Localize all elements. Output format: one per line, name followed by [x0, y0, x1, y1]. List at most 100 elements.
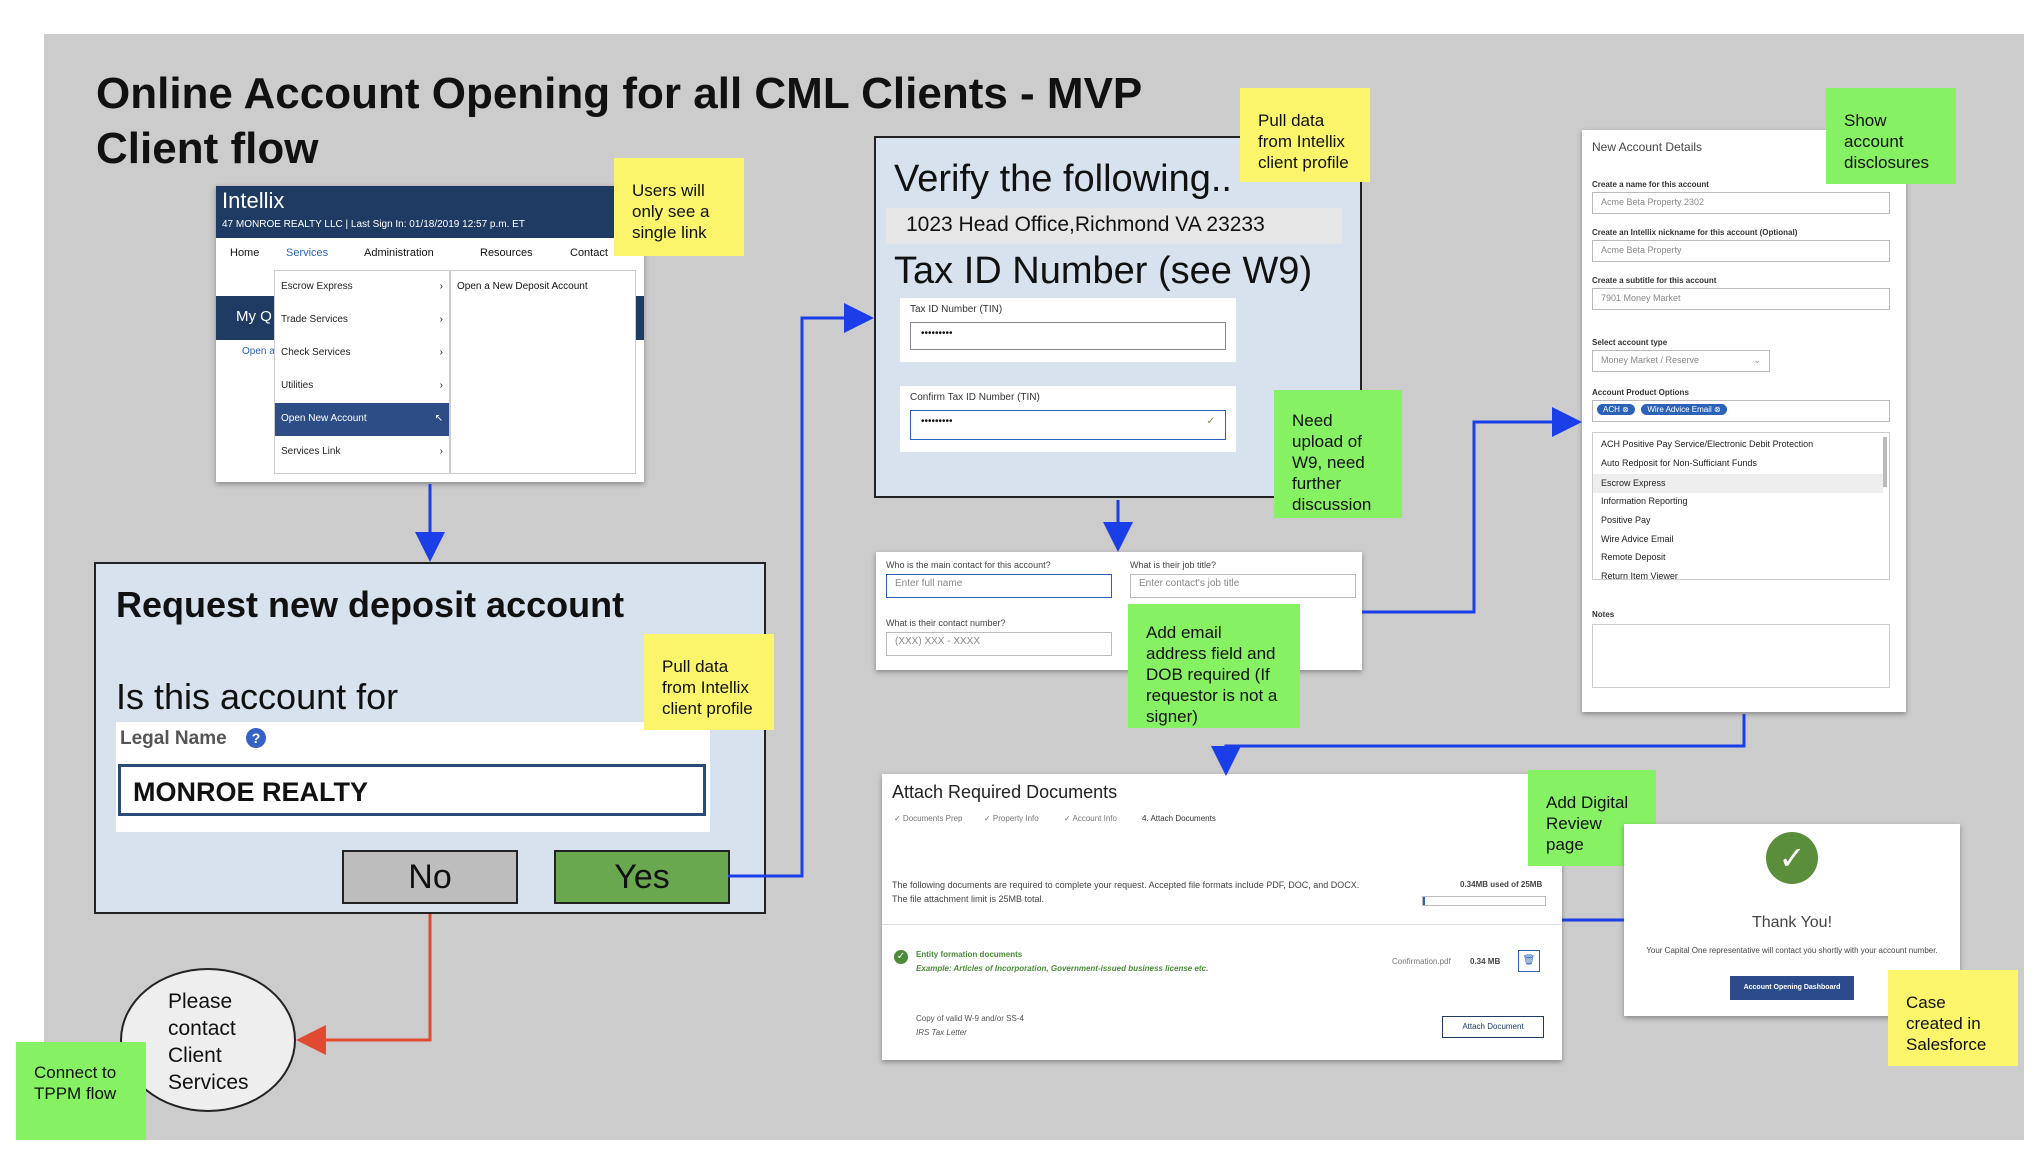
attach-documents-screen: Attach Required Documents ✓ Documents Pr… — [882, 774, 1562, 1060]
note-add-digital-review: Add Digital Review page — [1528, 770, 1656, 866]
chip-ach[interactable]: ACH ⊗ — [1597, 404, 1635, 415]
account-type-label: Select account type — [1592, 338, 1668, 347]
new-account-title: New Account Details — [1592, 140, 1703, 154]
request-title: Request new deposit account — [116, 584, 625, 625]
contact-number-question: What is their contact number? — [886, 618, 1006, 628]
contact-number-input[interactable]: (XXX) XXX - XXXX — [886, 632, 1112, 656]
menu-utilities[interactable]: Utilities› — [281, 380, 443, 391]
thank-you-title: Thank You! — [1751, 914, 1833, 931]
confirm-tin-label: Confirm Tax ID Number (TIN) — [910, 392, 1040, 403]
note-need-upload: Need upload of W9, need further discussi… — [1274, 390, 1402, 518]
option-ach-positive-pay[interactable]: ACH Positive Pay Service/Electronic Debi… — [1601, 439, 1814, 449]
product-options-list: ACH Positive Pay Service/Electronic Debi… — [1592, 432, 1890, 580]
check-icon: ✓ — [1206, 416, 1215, 427]
intellix-logo: Intellix — [222, 188, 285, 213]
product-options-input[interactable]: ACH ⊗ Wire Advice Email ⊗ — [1592, 400, 1890, 422]
attach-description: The following documents are required to … — [892, 880, 1360, 904]
behind-text: My Q — [236, 308, 272, 325]
note-case-created: Case created in Salesforce — [1888, 970, 2018, 1066]
account-name-input[interactable]: Acme Beta Property 2302 — [1592, 192, 1890, 214]
divider — [882, 924, 1562, 925]
option-information-reporting[interactable]: Information Reporting — [1601, 496, 1688, 506]
doc-w9-sub: IRS Tax Letter — [916, 1028, 967, 1037]
storage-usage: 0.34MB used of 25MB — [1460, 880, 1543, 889]
note-add-email: Add email address field and DOB required… — [1128, 604, 1300, 728]
step-account-info: ✓ Account Info — [1064, 814, 1117, 823]
attach-document-button[interactable]: Attach Document — [1442, 1016, 1544, 1038]
option-auto-redeposit[interactable]: Auto Redposit for Non-Sufficiant Funds — [1601, 458, 1757, 468]
subtitle-input[interactable]: 7901 Money Market — [1592, 288, 1890, 310]
intellix-nav: Home Services Administration Resources C… — [216, 238, 644, 270]
notes-label: Notes — [1592, 610, 1615, 619]
nav-resources[interactable]: Resources — [480, 247, 533, 259]
legal-name-card: Legal Name ? MONROE REALTY — [116, 722, 710, 832]
arrow-account-to-attach — [1211, 714, 1746, 776]
storage-progress-bar — [1422, 896, 1546, 906]
arrow-no-to-contact — [296, 914, 432, 1055]
nav-administration[interactable]: Administration — [364, 247, 434, 259]
tin-input[interactable]: ••••••••• — [910, 322, 1226, 350]
storage-progress-fill — [1423, 897, 1425, 905]
step-attach-documents: 4. Attach Documents — [1142, 814, 1216, 823]
confirm-tin-card: Confirm Tax ID Number (TIN) ••••••••• ✓ — [900, 386, 1236, 452]
diagram-title: Online Account Opening for all CML Clien… — [96, 66, 1142, 176]
menu-escrow-express[interactable]: Escrow Express› — [281, 281, 443, 292]
submenu-panel: Open a New Deposit Account — [450, 270, 636, 474]
legal-name-label: Legal Name — [120, 728, 227, 749]
list-scrollbar[interactable] — [1883, 437, 1887, 487]
nav-home[interactable]: Home — [230, 247, 260, 259]
doc-file-size: 0.34 MB — [1470, 957, 1501, 966]
nickname-label: Create an Intellix nickname for this acc… — [1592, 228, 1798, 237]
option-return-item-viewer[interactable]: Return Item Viewer — [1601, 571, 1678, 580]
full-name-input[interactable]: Enter full name — [886, 574, 1112, 598]
doc-entity-title: Entity formation documents — [916, 950, 1023, 959]
tin-card: Tax ID Number (TIN) ••••••••• — [900, 298, 1236, 362]
menu-check-services[interactable]: Check Services› — [281, 347, 443, 358]
notes-textarea[interactable] — [1592, 624, 1890, 688]
verify-address: 1023 Head Office,Richmond VA 23233 — [886, 208, 1342, 244]
tax-id-heading: Tax ID Number (see W9) — [894, 250, 1313, 292]
verify-title: Verify the following.. — [894, 158, 1232, 200]
attach-title: Attach Required Documents — [892, 782, 1118, 802]
no-button[interactable]: No — [342, 850, 518, 904]
legal-name-input[interactable]: MONROE REALTY — [118, 764, 706, 816]
menu-services-link[interactable]: Services Link› — [281, 446, 443, 457]
product-options-label: Account Product Options — [1592, 388, 1689, 397]
nav-services[interactable]: Services — [286, 247, 329, 259]
nav-contact[interactable]: Contact — [570, 247, 608, 259]
thank-you-screen: ✓ Thank You! Your Capital One representa… — [1624, 824, 1960, 1016]
option-wire-advice-email[interactable]: Wire Advice Email — [1601, 534, 1674, 544]
step-documents-prep: ✓ Documents Prep — [894, 814, 963, 823]
chip-wire-advice-email[interactable]: Wire Advice Email ⊗ — [1641, 404, 1727, 415]
success-check-icon: ✓ — [894, 950, 908, 964]
note-single-link: Users will only see a single link — [614, 158, 744, 256]
option-positive-pay[interactable]: Positive Pay — [1601, 515, 1651, 525]
thank-you-message: Your Capital One representative will con… — [1646, 946, 1938, 955]
note-pull-data-verify: Pull data from Intellix client profile — [1240, 88, 1370, 182]
subtitle-label: Create a subtitle for this account — [1592, 276, 1717, 285]
request-deposit-screen: Request new deposit account Is this acco… — [94, 562, 766, 914]
title-line-2: Client flow — [96, 124, 319, 173]
note-show-disclosures: Show account disclosures — [1826, 88, 1956, 184]
confirm-tin-input[interactable]: ••••••••• ✓ — [910, 410, 1226, 440]
doc-entity-example: Example: Articles of Incorporation, Gove… — [916, 964, 1209, 973]
doc-w9-title: Copy of valid W-9 and/or SS-4 — [916, 1014, 1024, 1023]
behind-text-2: Open a — [242, 346, 275, 357]
main-contact-question: Who is the main contact for this account… — [886, 560, 1051, 570]
intellix-menu-screen: Intellix 47 MONROE REALTY LLC | Last Sig… — [216, 186, 644, 482]
account-type-select[interactable]: Money Market / Reserve⌄ — [1592, 350, 1770, 372]
job-title-input[interactable]: Enter contact's job title — [1130, 574, 1356, 598]
menu-trade-services[interactable]: Trade Services› — [281, 314, 443, 325]
option-remote-deposit[interactable]: Remote Deposit — [1601, 552, 1666, 562]
trash-icon[interactable]: 🗑 — [1518, 950, 1540, 972]
option-escrow-express[interactable]: Escrow Express — [1593, 474, 1883, 493]
dashboard-button[interactable]: Account Opening Dashboard — [1730, 976, 1854, 1000]
help-icon[interactable]: ? — [246, 728, 266, 748]
nickname-input[interactable]: Acme Beta Property — [1592, 240, 1890, 262]
submenu-open-deposit[interactable]: Open a New Deposit Account — [457, 281, 588, 292]
note-connect-tppm: Connect to TPPM flow — [16, 1042, 146, 1140]
title-line-1: Online Account Opening for all CML Clien… — [96, 69, 1143, 118]
menu-open-new-account[interactable]: Open New Account↖ — [275, 403, 449, 436]
account-for-question: Is this account for — [116, 676, 399, 717]
